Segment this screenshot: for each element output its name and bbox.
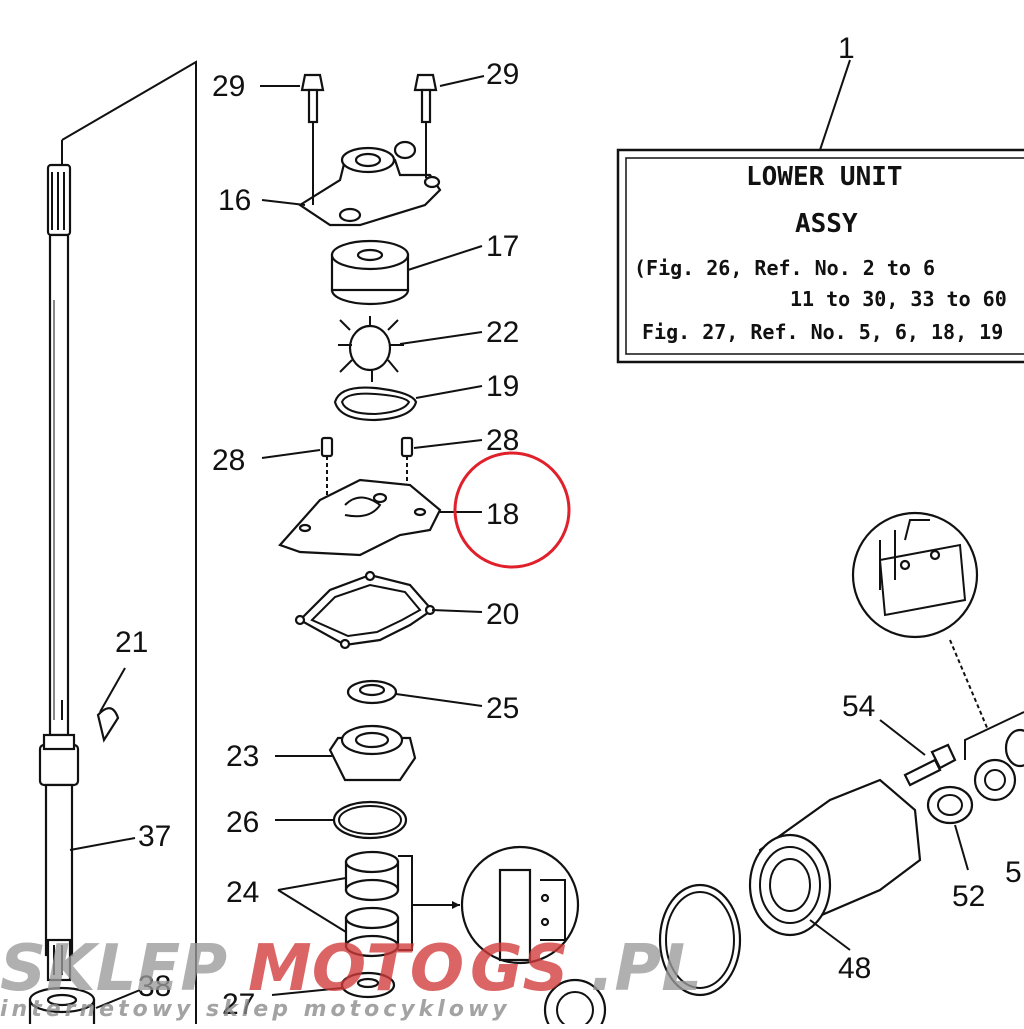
info-box-ref-line3: Fig. 27, Ref. No. 5, 6, 18, 19 bbox=[642, 320, 1003, 344]
shaft-housing bbox=[543, 511, 1024, 1029]
info-box bbox=[616, 59, 1024, 364]
callout-52: 52 bbox=[952, 880, 985, 913]
watermark-brand-d: .PL bbox=[590, 932, 702, 1006]
cartridge bbox=[275, 724, 417, 782]
bushings bbox=[277, 850, 460, 958]
outer-plate bbox=[278, 478, 482, 557]
o-ring-26 bbox=[275, 800, 408, 840]
info-box-ref: 1 bbox=[838, 32, 855, 65]
gasket bbox=[294, 570, 483, 650]
callout-29-left: 29 bbox=[212, 70, 245, 103]
pump-housing bbox=[261, 122, 442, 227]
watermark-brand-a: SKLEP bbox=[0, 932, 227, 1006]
callout-29-right: 29 bbox=[486, 58, 519, 91]
callout-24: 24 bbox=[226, 876, 259, 909]
callout-54: 54 bbox=[842, 690, 875, 723]
callout-28-left: 28 bbox=[212, 444, 245, 477]
watermark-brand-c: GS bbox=[470, 932, 569, 1006]
callout-37: 37 bbox=[138, 820, 171, 853]
callout-25: 25 bbox=[486, 692, 519, 725]
callout-38: 38 bbox=[138, 970, 171, 1003]
callout-27: 27 bbox=[222, 988, 255, 1021]
dowel-pins bbox=[261, 436, 483, 520]
info-box-subtitle: ASSY bbox=[795, 209, 858, 239]
callout-20: 20 bbox=[486, 598, 519, 631]
watermark-tagline: internetowy sklep motocyklowy bbox=[0, 997, 511, 1022]
bolt-right bbox=[413, 73, 485, 124]
callout-16: 16 bbox=[218, 184, 251, 217]
pump-cup bbox=[330, 239, 483, 306]
callout-48: 48 bbox=[838, 952, 871, 985]
drive-shaft bbox=[38, 60, 197, 1024]
callout-26: 26 bbox=[226, 806, 259, 839]
callout-17: 17 bbox=[486, 230, 519, 263]
info-box-ref-line1: (Fig. 26, Ref. No. 2 to 6 bbox=[634, 256, 935, 280]
info-box-ref-line2: 11 to 30, 33 to 60 bbox=[790, 287, 1007, 311]
callout-28-right: 28 bbox=[486, 424, 519, 457]
detail-inset bbox=[460, 845, 580, 965]
watermark-brand-b: MOTO bbox=[248, 932, 464, 1006]
o-ring-19 bbox=[333, 385, 483, 422]
callout-18: 18 bbox=[486, 498, 519, 531]
oil-seal bbox=[346, 679, 483, 707]
callout-21: 21 bbox=[115, 626, 148, 659]
highlight-circle bbox=[453, 451, 571, 569]
watermark: SKLEP MOTO GS .PL internetowy sklep moto… bbox=[0, 932, 702, 1022]
callout-5-partial: 5 bbox=[1005, 856, 1022, 889]
info-box-title: LOWER UNIT bbox=[746, 162, 903, 192]
impeller bbox=[338, 316, 483, 382]
callout-23: 23 bbox=[226, 740, 259, 773]
callout-19: 19 bbox=[486, 370, 519, 403]
bolt-left bbox=[260, 73, 325, 124]
callout-22: 22 bbox=[486, 316, 519, 349]
washer bbox=[271, 971, 396, 999]
woodruff-key bbox=[61, 667, 126, 743]
